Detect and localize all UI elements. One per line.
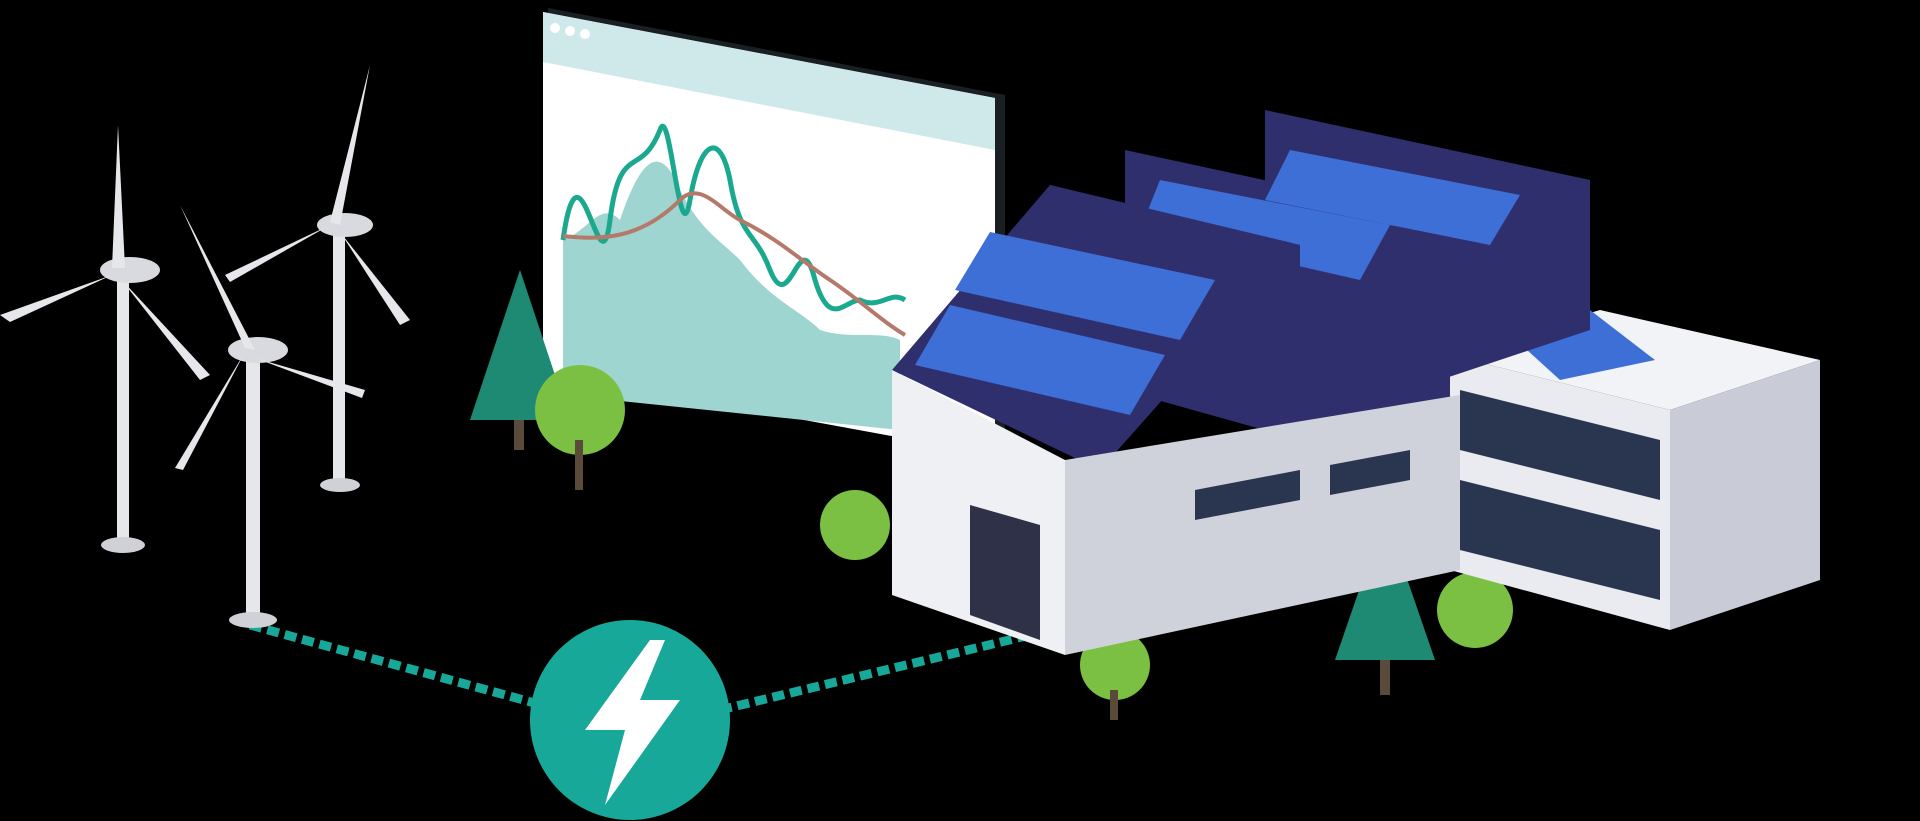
chart-area: [563, 161, 900, 430]
wind-turbine: [0, 125, 210, 553]
trees: [470, 270, 1513, 720]
wind-turbine: [175, 205, 365, 628]
chart-line: [560, 124, 907, 312]
chart-screen: [543, 8, 1005, 455]
lightning-bolt-icon: [530, 620, 730, 820]
wind-turbine: [225, 65, 410, 492]
factory-with-solar-roof: [892, 110, 1590, 655]
chart-trend: [562, 191, 907, 337]
